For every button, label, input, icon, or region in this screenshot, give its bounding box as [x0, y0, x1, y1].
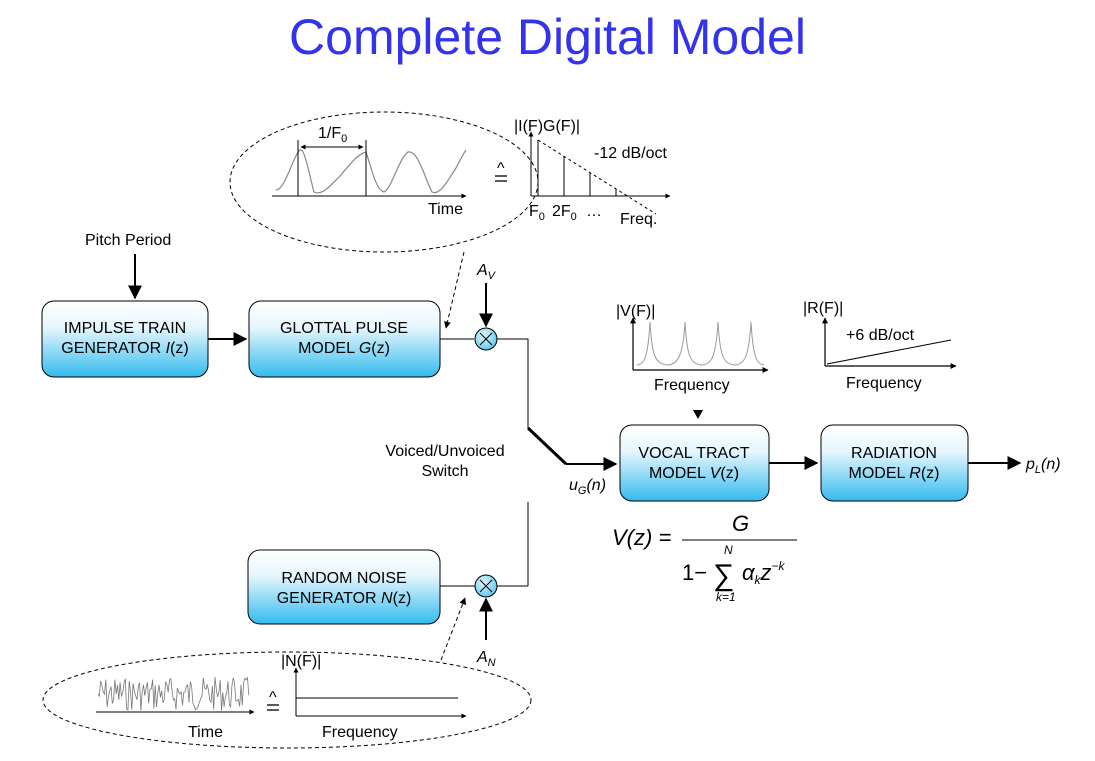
vocal-tract-spectrum: |V(F)| Frequency	[616, 303, 769, 394]
svg-text:GLOTTAL PULSE: GLOTTAL PULSE	[280, 320, 408, 337]
svg-text:1−: 1−	[682, 560, 707, 585]
svg-text:αkz−k: αkz−k	[742, 559, 786, 587]
svg-text:GENERATOR I(z): GENERATOR I(z)	[61, 340, 188, 357]
output-label: pL(n)	[1025, 456, 1061, 476]
svg-text:RADIATION: RADIATION	[851, 445, 937, 462]
pitch-period-label: Pitch Period	[85, 232, 171, 249]
freq-label: Freq.	[620, 211, 657, 228]
radiation-block: RADIATION MODEL R(z)	[820, 424, 969, 502]
svg-text:Time: Time	[188, 724, 223, 741]
vocal-tract-equation: V(z) = G 1− ∑ N k=1 αkz−k	[612, 511, 797, 604]
av-label: AV	[476, 262, 497, 282]
svg-text:N: N	[724, 543, 733, 557]
time-axis-label: Time	[428, 201, 463, 218]
svg-text:|N(F)|: |N(F)|	[281, 653, 321, 670]
spectrum-label: |I(F)G(F)|	[514, 118, 580, 135]
svg-text:IMPULSE TRAIN: IMPULSE TRAIN	[64, 320, 186, 337]
svg-text:Frequency: Frequency	[846, 375, 922, 392]
glottal-pulse-block: GLOTTAL PULSE MODEL G(z)	[248, 300, 441, 378]
glottal-pointer	[444, 251, 465, 329]
random-noise-block: RANDOM NOISE GENERATOR N(z)	[247, 549, 441, 625]
svg-text:G: G	[732, 511, 749, 536]
svg-text:|V(F)|: |V(F)|	[616, 303, 655, 320]
ug-label: uG(n)	[569, 477, 606, 497]
svg-text:MODEL R(z): MODEL R(z)	[849, 465, 940, 482]
slope-label: -12 dB/oct	[594, 145, 667, 162]
svg-text:^: ^	[269, 689, 277, 706]
svg-text:k=1: k=1	[716, 590, 736, 604]
hat-symbol: ^	[497, 160, 505, 177]
noise-waveform-bubble: Time ^ |N(F)| Frequency	[42, 651, 532, 749]
tick-2f0: 2F0	[552, 203, 577, 223]
svg-text:GENERATOR N(z): GENERATOR N(z)	[277, 590, 412, 607]
tick-dots: …	[586, 203, 602, 220]
svg-text:MODEL G(z): MODEL G(z)	[298, 340, 390, 357]
svg-text:Frequency: Frequency	[654, 377, 730, 394]
period-label: 1/F0	[318, 125, 347, 145]
av-multiplier	[474, 327, 498, 351]
svg-text:|R(F)|: |R(F)|	[803, 300, 843, 317]
switch-label-line2: Switch	[421, 463, 468, 480]
voiced-unvoiced-switch	[526, 426, 568, 466]
svg-text:+6 dB/oct: +6 dB/oct	[846, 327, 915, 344]
svg-text:RANDOM NOISE: RANDOM NOISE	[281, 570, 406, 587]
glottal-waveform-bubble: 1/F0 Time ^ |I(F)G(F)| -12 dB/oct F0 2F0…	[229, 111, 671, 253]
radiation-spectrum: |R(F)| +6 dB/oct Frequency	[803, 300, 957, 392]
page-title: Complete Digital Model	[289, 9, 806, 65]
vocal-tract-block: VOCAL TRACT MODEL V(z)	[619, 424, 770, 502]
svg-text:VOCAL TRACT: VOCAL TRACT	[638, 445, 749, 462]
impulse-train-block: IMPULSE TRAIN GENERATOR I(z)	[41, 300, 209, 378]
noise-pointer	[440, 597, 466, 661]
tick-f0: F0	[529, 203, 545, 223]
an-label: AN	[476, 649, 496, 669]
svg-text:∑: ∑	[713, 559, 734, 592]
an-multiplier	[474, 574, 498, 598]
svg-text:MODEL V(z): MODEL V(z)	[649, 465, 739, 482]
svg-text:Frequency: Frequency	[322, 724, 398, 741]
switch-label-line1: Voiced/Unvoiced	[385, 443, 504, 460]
svg-text:V(z) =: V(z) =	[612, 525, 671, 550]
